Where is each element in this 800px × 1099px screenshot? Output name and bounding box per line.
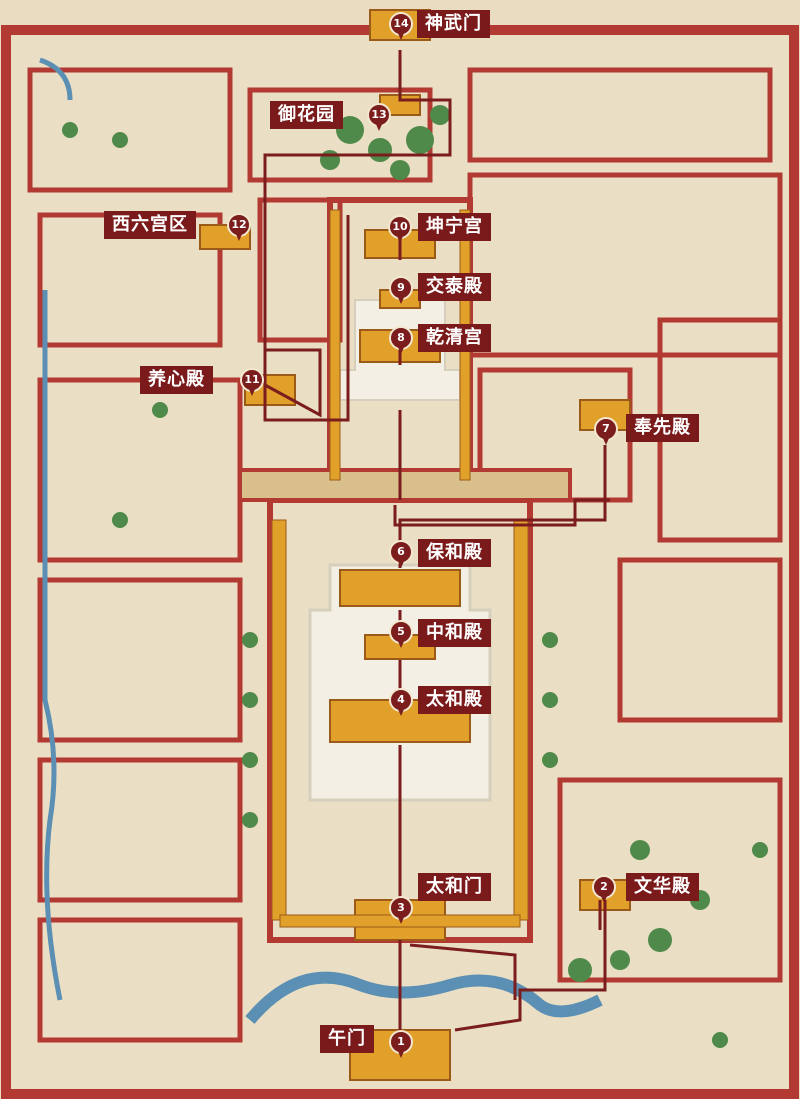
stop-label-taihemen[interactable]: 太和门 — [418, 873, 491, 901]
map-pin-icon[interactable]: 3 — [389, 896, 413, 926]
stop-label-shenwumen[interactable]: 神武门 — [417, 10, 490, 38]
north-canal — [39, 57, 73, 101]
map-pin-icon[interactable]: 9 — [389, 276, 413, 306]
map-pin-icon[interactable]: 8 — [389, 326, 413, 356]
stop-label-qianqinggong[interactable]: 乾清宫 — [418, 324, 491, 352]
map-pin-icon[interactable]: 2 — [592, 875, 616, 905]
stop-label-taihedian[interactable]: 太和殿 — [418, 686, 491, 714]
stop-label-kunninggong[interactable]: 坤宁宫 — [418, 213, 491, 241]
tour-route — [263, 50, 610, 1035]
stop-label-wenhuadian[interactable]: 文华殿 — [626, 873, 699, 901]
stop-label-yuhuayuan[interactable]: 御花园 — [270, 101, 343, 129]
stop-label-wumen[interactable]: 午门 — [320, 1025, 374, 1053]
stop-label-fengxiandian[interactable]: 奉先殿 — [626, 414, 699, 442]
golden-water-river — [245, 971, 603, 1024]
stop-label-yangxindian[interactable]: 养心殿 — [140, 366, 213, 394]
stop-label-baohedian[interactable]: 保和殿 — [418, 539, 491, 567]
map-pin-icon[interactable]: 11 — [240, 368, 264, 398]
map-pin-icon[interactable]: 12 — [227, 213, 251, 243]
map-pin-icon[interactable]: 13 — [367, 103, 391, 133]
stop-label-xiliugongqu[interactable]: 西六宫区 — [104, 211, 196, 239]
map-pin-icon[interactable]: 5 — [389, 620, 413, 650]
map-pin-icon[interactable]: 10 — [388, 215, 412, 245]
inner-court-gate-wall — [238, 468, 572, 502]
stop-label-zhonghedian[interactable]: 中和殿 — [418, 619, 491, 647]
stop-number: 13 — [367, 103, 391, 127]
map-pin-icon[interactable]: 7 — [594, 417, 618, 447]
stop-label-jiaotaidian[interactable]: 交泰殿 — [418, 273, 491, 301]
map-pin-icon[interactable]: 14 — [389, 12, 413, 42]
trees — [62, 105, 768, 1048]
west-canal — [42, 290, 63, 1001]
map-pin-icon[interactable]: 6 — [389, 540, 413, 570]
map-pin-icon[interactable]: 1 — [389, 1030, 413, 1060]
map-pin-icon[interactable]: 4 — [389, 688, 413, 718]
